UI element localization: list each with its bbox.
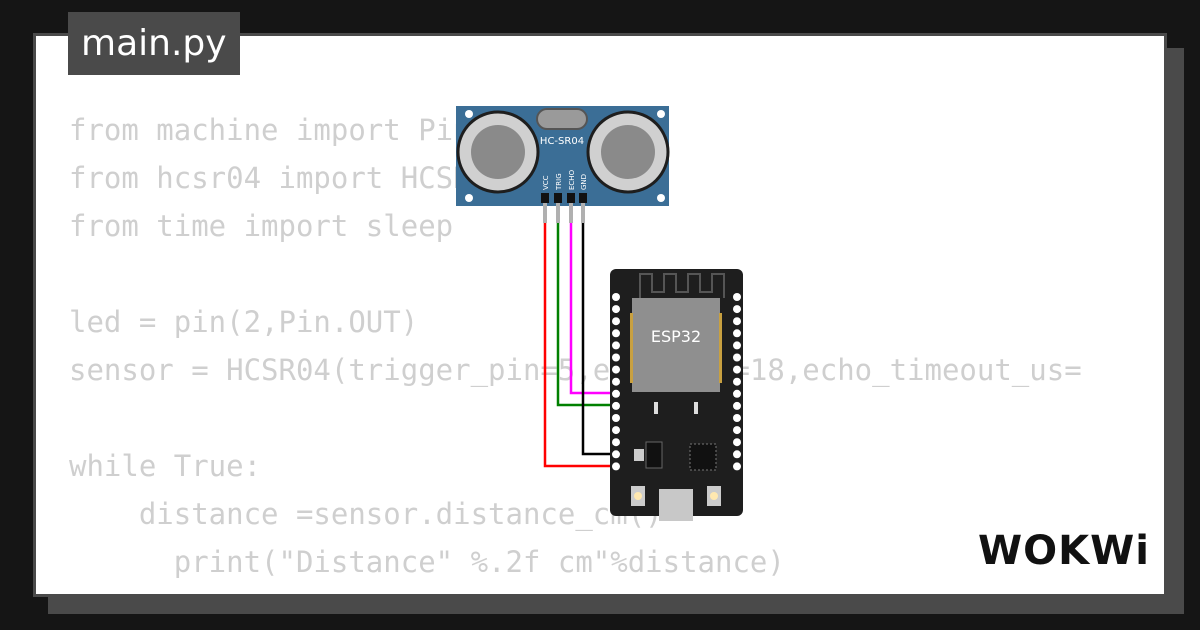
header-pin[interactable] bbox=[612, 353, 620, 362]
sensor-pin-echo: ECHO bbox=[568, 169, 576, 190]
header-pin[interactable] bbox=[733, 438, 741, 447]
sensor-pin-vcc: VCC bbox=[542, 175, 550, 190]
header-pin[interactable] bbox=[733, 426, 741, 435]
hc-sr04-sensor[interactable]: HC-SR04 VCC TRIG ECHO GND bbox=[456, 106, 670, 223]
header-pin[interactable] bbox=[733, 377, 741, 386]
code-line: sleep(1) bbox=[69, 586, 1082, 594]
header-pin[interactable] bbox=[612, 414, 620, 422]
header-pin[interactable] bbox=[733, 450, 741, 459]
wire-gnd[interactable] bbox=[581, 222, 617, 456]
esp32-board[interactable]: ESP32 bbox=[610, 269, 743, 521]
header-pin[interactable] bbox=[733, 414, 741, 422]
wires bbox=[543, 222, 617, 468]
header-pin[interactable] bbox=[612, 365, 620, 374]
header-pin[interactable] bbox=[612, 341, 620, 350]
wire-vcc[interactable] bbox=[543, 222, 617, 468]
wokwi-logo: WOKWi bbox=[978, 528, 1150, 574]
header-pin[interactable] bbox=[733, 353, 741, 362]
code-line: print("Distance" %.2f cm"%distance) bbox=[69, 545, 785, 579]
header-pin[interactable] bbox=[733, 329, 741, 338]
header-pin[interactable] bbox=[733, 305, 741, 314]
board-left-pins bbox=[612, 293, 620, 471]
wire-echo[interactable] bbox=[569, 222, 617, 395]
board-label: ESP32 bbox=[651, 327, 701, 346]
header-pin[interactable] bbox=[612, 401, 620, 410]
header-pin[interactable] bbox=[733, 317, 741, 326]
header-pin[interactable] bbox=[612, 462, 620, 471]
header-pin[interactable] bbox=[733, 462, 741, 471]
header-pin[interactable] bbox=[733, 365, 741, 374]
header-pin[interactable] bbox=[733, 341, 741, 350]
header-pin[interactable] bbox=[612, 329, 620, 338]
sensor-pin-trig: TRIG bbox=[555, 173, 563, 191]
header-pin[interactable] bbox=[612, 438, 620, 447]
header-pin[interactable] bbox=[612, 293, 620, 301]
header-pin[interactable] bbox=[733, 401, 741, 410]
code-line: led = pin(2,Pin.OUT) bbox=[69, 305, 419, 339]
code-line: distance =sensor.distance_cm() bbox=[69, 497, 663, 531]
header-pin[interactable] bbox=[612, 305, 620, 314]
header-pin[interactable] bbox=[733, 293, 741, 301]
sensor-pin-gnd: GND bbox=[580, 174, 588, 190]
header-pin[interactable] bbox=[612, 426, 620, 435]
code-line: from time import sleep bbox=[69, 209, 454, 243]
header-pin[interactable] bbox=[733, 389, 741, 398]
wire-trig[interactable] bbox=[556, 222, 617, 407]
header-pin[interactable] bbox=[612, 450, 620, 459]
header-pin[interactable] bbox=[612, 317, 620, 326]
code-line: while True: bbox=[69, 449, 262, 483]
sensor-label: HC-SR04 bbox=[540, 136, 584, 147]
code-line: from machine import Pin bbox=[69, 113, 471, 147]
header-pin[interactable] bbox=[612, 377, 620, 386]
board-right-pins bbox=[733, 293, 741, 471]
header-pin[interactable] bbox=[612, 389, 620, 398]
filename-tab[interactable]: main.py bbox=[68, 12, 240, 75]
